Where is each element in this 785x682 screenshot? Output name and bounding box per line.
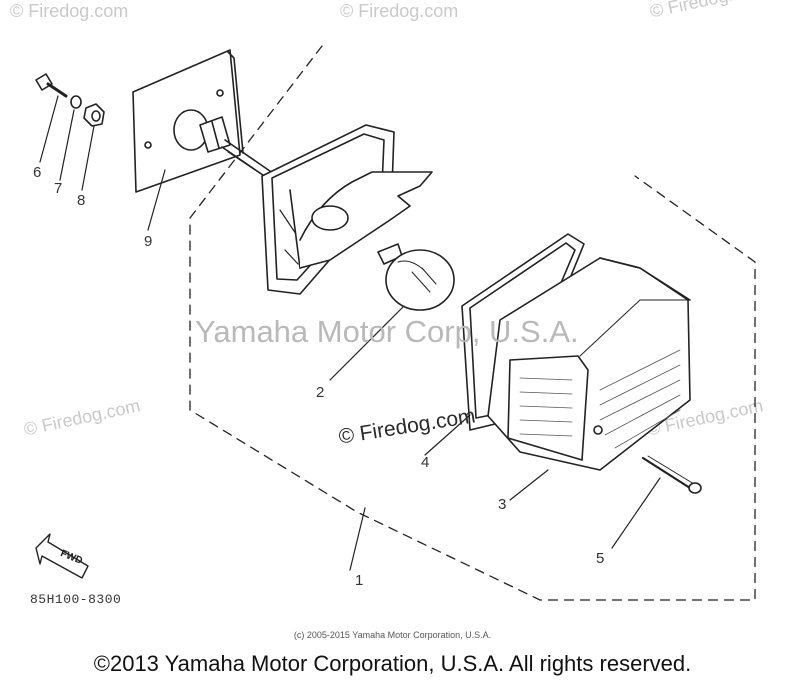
watermark-center: Yamaha Motor Corp, U.S.A. [195,314,579,349]
callout-2: 2 [316,384,325,401]
leader-4 [424,414,471,456]
leader-7 [59,109,75,181]
leader-3 [509,469,549,501]
callout-6: 6 [33,164,42,181]
callout-5: 5 [596,550,605,567]
callout-7: 7 [54,180,63,197]
bulb [377,243,455,311]
leader-6 [39,95,59,163]
leader-2 [329,305,405,381]
assembly-boundary-dashed [189,45,756,601]
base-plate [132,49,244,193]
callout-8: 8 [77,192,86,209]
copyright-main: ©2013 Yamaha Motor Corporation, U.S.A. A… [93,651,692,676]
lens [487,257,691,471]
fwd-arrow-icon [35,533,89,579]
callout-9: 9 [144,233,153,250]
watermark-top-center: © Firedog.com [340,1,459,21]
bolt [35,73,68,98]
lens-screw [641,455,702,494]
callout-1: 1 [355,572,364,589]
callout-4: 4 [421,454,430,471]
callout-3: 3 [498,496,507,513]
lamp-housing [261,124,433,295]
leader-8 [81,125,95,191]
leader-1 [349,507,366,571]
leader-5 [611,477,661,549]
watermark-top-left: © Firedog.com [10,1,129,21]
leader-9 [147,169,166,231]
copyright-small: (c) 2005-2015 Yamaha Motor Corporation, … [293,630,492,640]
washer [70,95,82,109]
part-number: 85H100-8300 [30,592,122,607]
nut [83,103,105,127]
